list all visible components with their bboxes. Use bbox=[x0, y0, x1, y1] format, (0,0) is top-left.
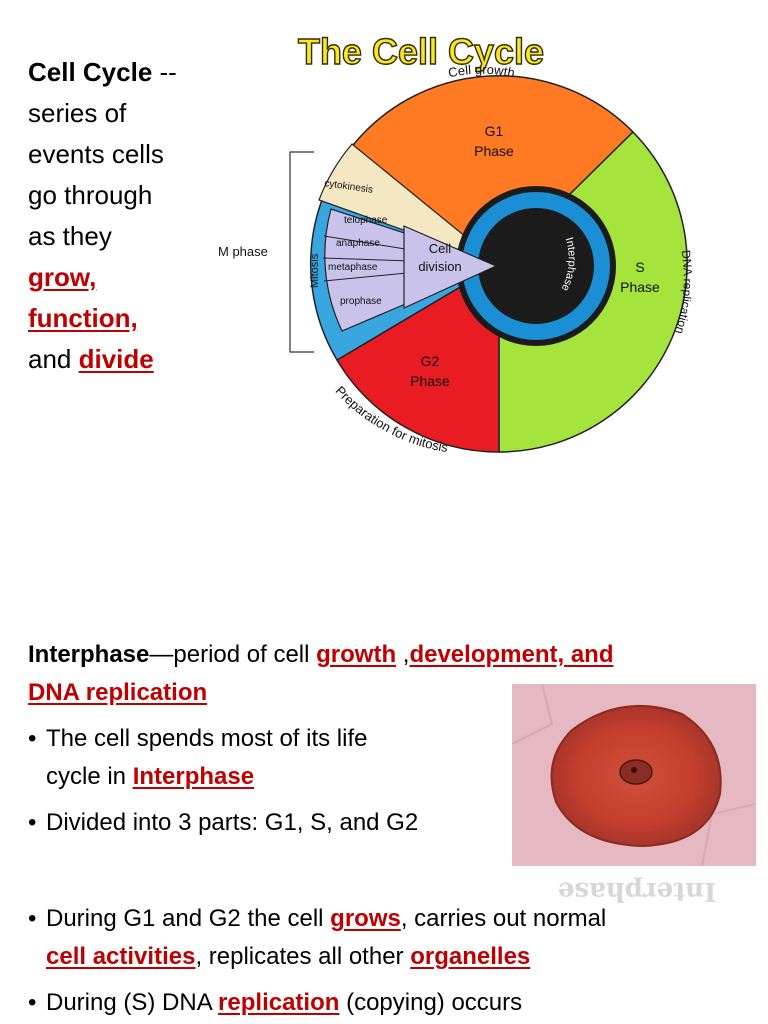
interphase-period-text: —period of cell bbox=[149, 641, 317, 668]
s-phase-label: Phase bbox=[620, 279, 660, 295]
intro-line-3: go through bbox=[28, 180, 153, 210]
inner-core-center bbox=[484, 214, 588, 318]
bullet-3-a: During G1 and G2 the cell bbox=[46, 905, 331, 932]
g1-label: G1 bbox=[485, 123, 504, 139]
m-phase-bracket bbox=[289, 151, 314, 353]
m-phase-label: M phase bbox=[218, 244, 268, 259]
bullet-3-c: , replicates all other bbox=[195, 943, 411, 970]
dna-replication-keyword: DNA replication bbox=[28, 679, 208, 706]
and-word: and bbox=[28, 344, 79, 374]
bullet-4-a: During (S) DNA bbox=[46, 989, 219, 1016]
division-label: division bbox=[418, 259, 461, 274]
g1-sector bbox=[348, 75, 635, 265]
bullet-g1-g2: During G1 and G2 the cell grows, carries… bbox=[28, 900, 748, 976]
bullet-3-b: , carries out normal bbox=[400, 905, 607, 932]
interphase-definition: Interphase—period of cell growth ,develo… bbox=[28, 636, 748, 712]
g2-phase-label: Phase bbox=[410, 373, 450, 389]
cell-cycle-dashes: -- bbox=[152, 57, 177, 87]
organelles-keyword: organelles bbox=[410, 943, 531, 970]
grows-keyword: grows bbox=[330, 905, 401, 932]
intro-text: Cell Cycle -- series of events cells go … bbox=[28, 52, 228, 380]
intro-line-1: series of bbox=[28, 98, 127, 128]
anaphase-label: anaphase bbox=[336, 238, 380, 249]
metaphase-label: metaphase bbox=[328, 262, 378, 273]
micrograph-caption-mirrored: Interphase bbox=[557, 876, 717, 906]
g2-sector bbox=[335, 262, 500, 453]
intro-line-4: as they bbox=[28, 221, 112, 251]
cell-cycle-diagram: The Cell Cycle Cell growth G1 Phase S Ph… bbox=[218, 30, 695, 455]
growth-comma: , bbox=[396, 641, 410, 668]
g1-phase-label: Phase bbox=[474, 143, 514, 159]
divide-keyword: divide bbox=[78, 344, 154, 374]
nucleolus bbox=[631, 767, 637, 773]
function-keyword: function, bbox=[28, 303, 138, 333]
interphase-term: Interphase bbox=[28, 641, 150, 668]
bullet-1-interphase: Interphase bbox=[132, 763, 255, 790]
mitosis-label: Mitosis bbox=[309, 253, 321, 288]
cytokinesis-segment bbox=[318, 143, 500, 265]
telophase-label: telophase bbox=[344, 215, 388, 226]
bullet-s-phase: During (S) DNA replication (copying) occ… bbox=[28, 984, 748, 1022]
growth-keyword: growth bbox=[316, 641, 397, 668]
diagram-title: The Cell Cycle bbox=[298, 31, 544, 72]
prophase-label: prophase bbox=[340, 296, 382, 307]
cell-activities-keyword: cell activities bbox=[46, 943, 196, 970]
bullet-1-text: The cell spends most of its life bbox=[46, 725, 368, 752]
cell-cycle-term: Cell Cycle bbox=[28, 57, 153, 87]
bullet-spends-life: The cell spends most of its life cycle i… bbox=[28, 720, 748, 796]
bullet-4-b: (copying) occurs bbox=[339, 989, 523, 1016]
g2-label: G2 bbox=[421, 353, 440, 369]
bullet-1-text2: cycle in bbox=[46, 763, 133, 790]
development-keyword: development, and bbox=[409, 641, 614, 668]
bullet-2-text: Divided into 3 parts: G1, S, and G2 bbox=[46, 809, 419, 836]
intro-line-2: events cells bbox=[28, 139, 164, 169]
cell-division-wedge bbox=[403, 225, 498, 309]
cell-growth-label: Cell growth bbox=[447, 62, 516, 81]
replication-keyword: replication bbox=[218, 989, 340, 1016]
grow-keyword: grow, bbox=[28, 262, 97, 292]
interphase-section: Interphase—period of cell growth ,develo… bbox=[28, 636, 748, 1022]
interphase-cell-micrograph bbox=[512, 684, 756, 866]
background-cell-edge-1 bbox=[512, 684, 554, 745]
cell-label: Cell bbox=[429, 241, 452, 256]
s-label: S bbox=[635, 259, 644, 275]
bullet-three-parts: Divided into 3 parts: G1, S, and G2 bbox=[28, 804, 748, 842]
